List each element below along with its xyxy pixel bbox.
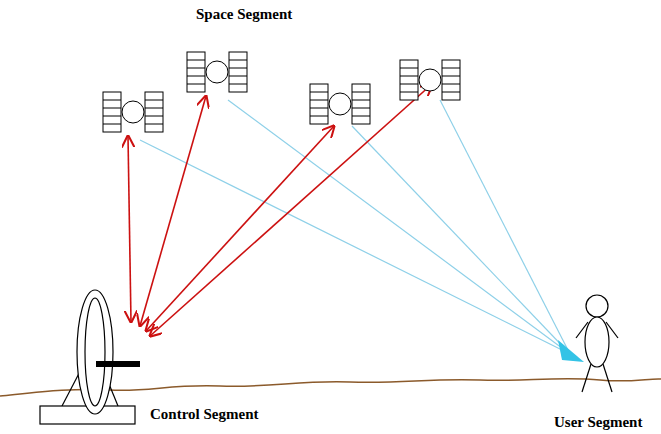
dish-antenna — [40, 290, 140, 424]
signal-arrowhead — [558, 340, 584, 362]
signal-lines — [140, 100, 570, 354]
control-links — [128, 84, 432, 336]
segment-label: Control Segment — [150, 406, 258, 423]
satellites — [103, 52, 460, 132]
title: Space Segment — [196, 6, 292, 23]
user-figure — [576, 295, 618, 392]
segment-label: User Segment — [554, 414, 642, 431]
